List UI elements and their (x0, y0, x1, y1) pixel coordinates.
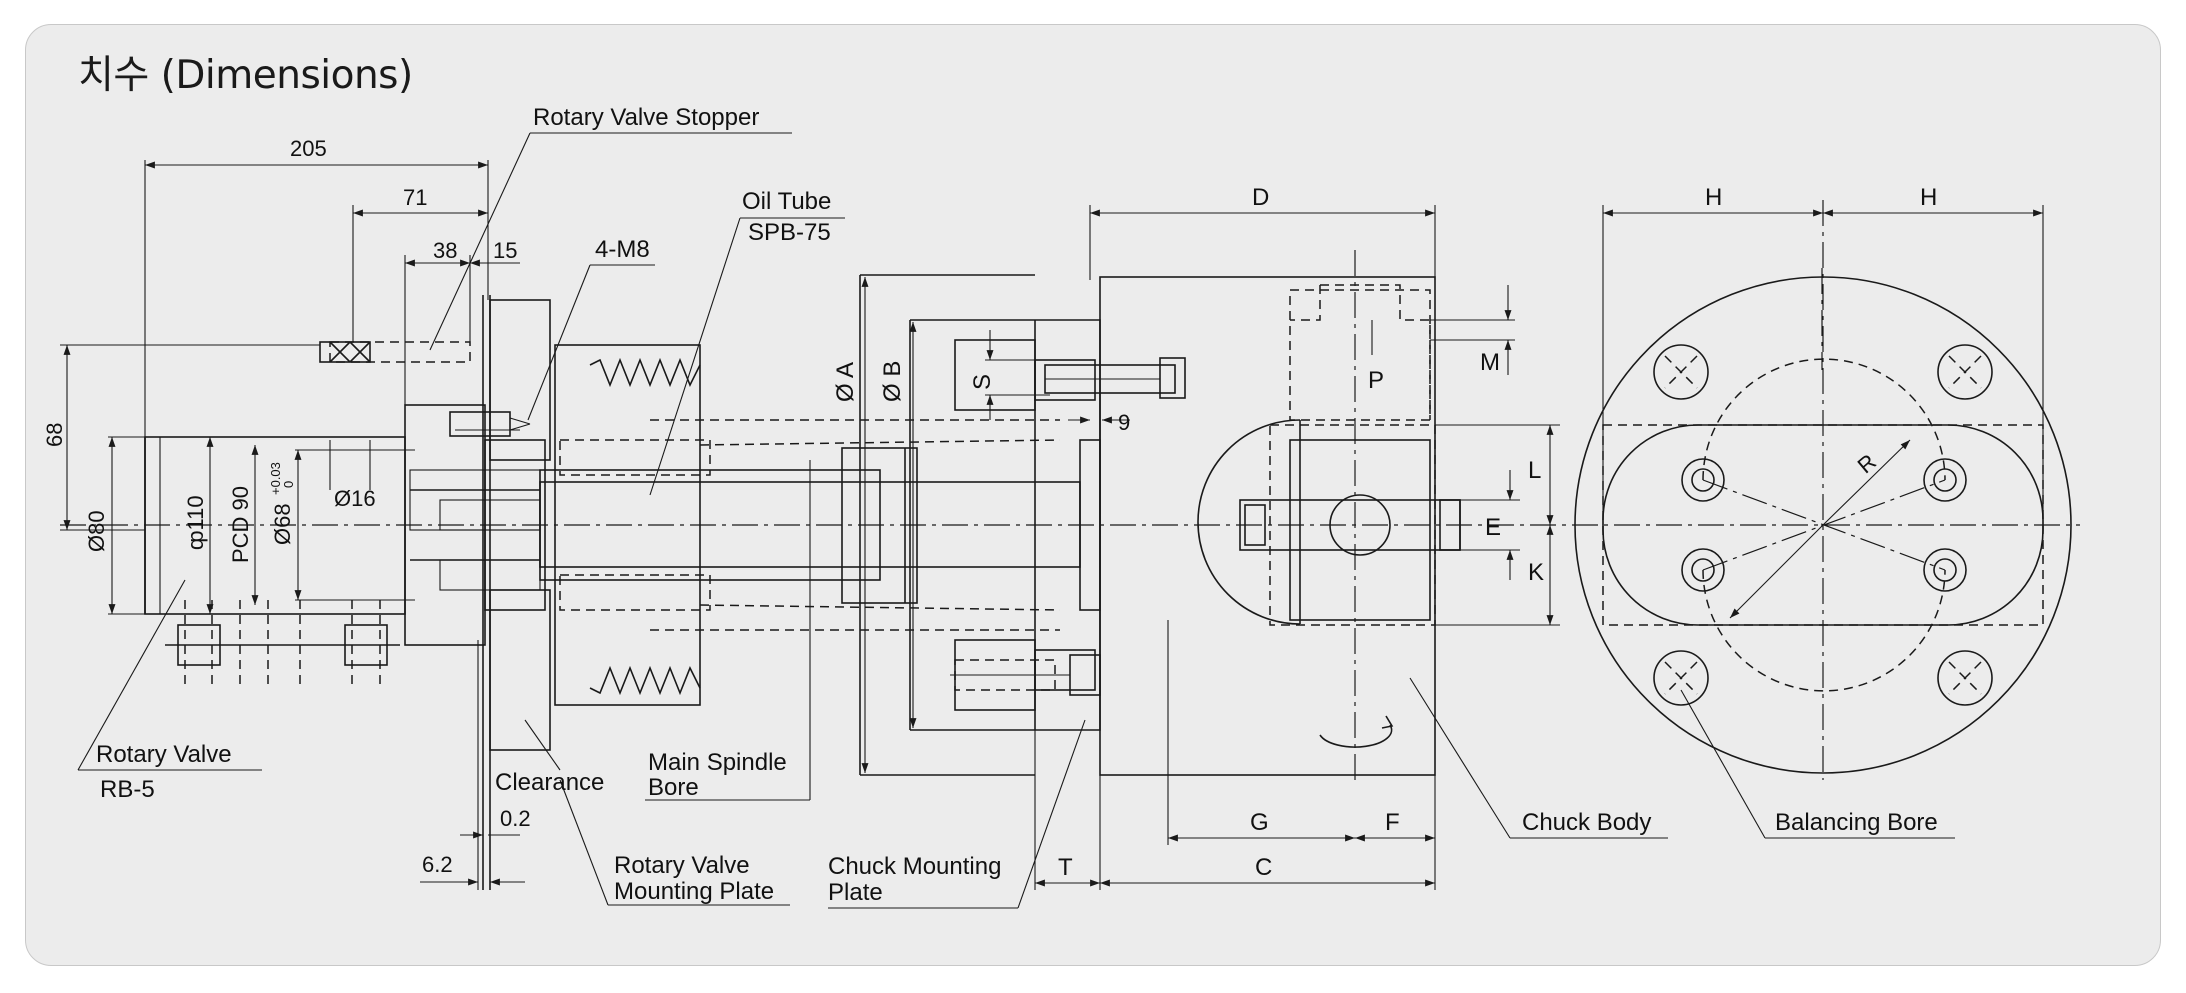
dim-d68: Ø68 (270, 503, 295, 545)
label-main-spindle-bore-2: Bore (648, 774, 699, 801)
label-oil-tube: Oil Tube (742, 188, 831, 215)
page-title: 치수 (Dimensions) (78, 53, 413, 98)
dim-g: G (1250, 809, 1269, 836)
dim-p: P (1368, 367, 1384, 394)
dim-d80: Ø80 (84, 510, 109, 552)
dim-d16: Ø16 (334, 486, 376, 511)
dim-38: 38 (433, 238, 457, 263)
rotary-valve-body (144, 341, 546, 690)
dim-s: S (969, 374, 996, 390)
drawing-panel (25, 24, 2161, 966)
dim-a: Ø A (832, 362, 859, 402)
spindle-adapter (539, 344, 1061, 706)
label-rotary-valve-stopper: Rotary Valve Stopper (533, 104, 759, 131)
dim-l: L (1528, 457, 1541, 484)
dim-e: E (1485, 514, 1501, 541)
dim-d68-tol-upper: +0.03 (268, 462, 283, 495)
dim-15: 15 (493, 238, 517, 263)
dim-68: 68 (42, 423, 67, 447)
label-rotary-valve-model: RB-5 (100, 776, 155, 803)
dimension-values: 205 71 38 15 68 Ø80 ȹ110 PCD 90 Ø68 +0.0… (42, 136, 1937, 881)
dim-d68-tol-lower: 0 (281, 481, 296, 488)
dim-9: 9 (1118, 410, 1130, 435)
dim-r: R (1853, 449, 1881, 478)
center-lines (60, 200, 2080, 780)
label-rotary-valve: Rotary Valve (96, 741, 232, 768)
dimension-lines (60, 160, 2044, 890)
dim-k: K (1528, 559, 1544, 586)
dim-d: D (1252, 184, 1269, 211)
balancing-bores (1653, 344, 1993, 706)
dim-pcd90: PCD 90 (228, 486, 253, 563)
dim-d110: ȹ110 (183, 495, 208, 550)
label-rv-mounting-plate-2: Mounting Plate (614, 878, 774, 905)
dim-71: 71 (403, 185, 427, 210)
dim-205: 205 (290, 136, 327, 161)
dim-t: T (1058, 854, 1073, 881)
dim-b: Ø B (879, 361, 906, 402)
label-main-spindle-bore-1: Main Spindle (648, 749, 787, 776)
dim-h-left: H (1705, 184, 1722, 211)
label-chuck-mounting-plate-1: Chuck Mounting (828, 853, 1001, 880)
label-rv-mounting-plate-1: Rotary Valve (614, 852, 750, 879)
label-4-m8: 4-M8 (595, 236, 650, 263)
label-oil-tube-model: SPB-75 (748, 219, 831, 246)
dim-h-right: H (1920, 184, 1937, 211)
chuck-body (1099, 276, 1461, 776)
label-balancing-bore: Balancing Bore (1775, 809, 1938, 836)
label-chuck-mounting-plate-2: Plate (828, 879, 883, 906)
dim-c: C (1255, 854, 1272, 881)
label-clearance: Clearance (495, 769, 604, 796)
label-chuck-body: Chuck Body (1522, 809, 1651, 836)
dim-f: F (1385, 809, 1400, 836)
leader-lines (77, 132, 1955, 909)
dim-m: M (1480, 349, 1500, 376)
mounting-holes (1681, 458, 1967, 592)
dim-0-2: 0.2 (500, 806, 531, 831)
dim-6-2: 6.2 (422, 852, 453, 877)
callout-labels: Rotary Valve Stopper Oil Tube SPB-75 4-M… (96, 104, 1938, 906)
rotary-valve-mounting-plate (482, 295, 551, 890)
